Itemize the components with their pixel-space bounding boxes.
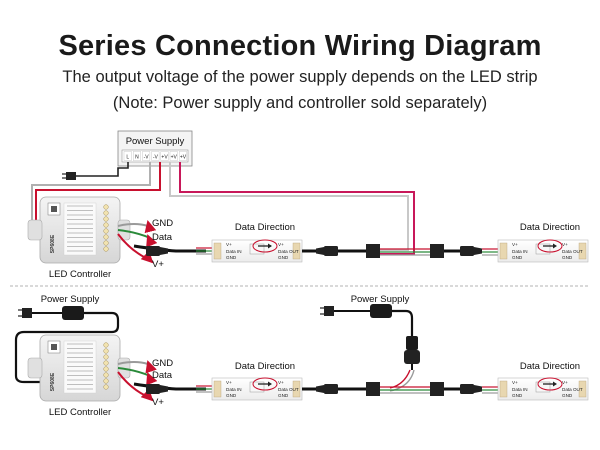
led-controller-label-bottom: LED Controller — [49, 407, 111, 418]
psu-terminal-label: L — [126, 155, 129, 161]
power-adapter-right — [320, 304, 420, 392]
mid-connector-top — [302, 244, 498, 258]
strip3-pad-out-vplus: V+ — [278, 380, 284, 385]
controller-indicator-led — [103, 378, 109, 384]
strip2-pad-out-gnd: GND — [562, 255, 573, 260]
page-title: Series Connection Wiring Diagram — [58, 30, 542, 62]
led-strip-segment-1-top: V+ Data IN GND V+ Data OUT GND Data Dire… — [211, 222, 303, 263]
psu-terminal-label: -V — [153, 155, 159, 161]
led-controller-bottom: SP608E LED Controller — [27, 334, 131, 418]
strip2-pad-in-vplus: V+ — [512, 242, 518, 247]
strip2-pad-in-data: Data IN — [512, 249, 528, 254]
controller-brand-bottom: SP608E — [50, 372, 56, 391]
controller-indicator-led — [103, 342, 109, 348]
power-supply-label-bottom-left: Power Supply — [41, 294, 100, 305]
led-controller-label-top: LED Controller — [49, 269, 111, 280]
controller-output-wires-bottom — [117, 360, 158, 402]
psu-terminal — [169, 151, 178, 161]
strip3-pad-in-vplus: V+ — [226, 380, 232, 385]
psu-terminal — [160, 151, 169, 161]
led-strip-segment-2-top: V+ Data IN GND V+ Data OUT GND Data Dire… — [497, 222, 589, 263]
led-strip-segment-1-bottom: V+ Data IN GND V+ Data OUT GND Data Dire… — [211, 361, 303, 401]
data-label-top: Data — [152, 232, 173, 243]
strip4-pad-out-gnd: GND — [562, 393, 573, 398]
power-supply-label-top: Power Supply — [126, 136, 185, 147]
page-subtitle: The output voltage of the power supply d… — [62, 68, 538, 86]
controller-brand-top: SP608E — [50, 234, 56, 253]
data-direction-label-bottom-1: Data Direction — [235, 361, 295, 372]
connector-cable-top — [133, 244, 212, 256]
controller-indicator-led — [103, 228, 109, 234]
data-direction-label-top-1: Data Direction — [235, 222, 295, 233]
controller-indicator-led — [103, 354, 109, 360]
vplus-label-bottom: V+ — [152, 397, 164, 408]
gnd-label-bottom: GND — [152, 358, 173, 369]
strip2-pad-out-vplus: V+ — [562, 242, 568, 247]
psu-terminal-label: +V — [161, 155, 168, 161]
strip-pad-in-vplus: V+ — [226, 242, 232, 247]
controller-indicator-led — [103, 240, 109, 246]
data-label-bottom: Data — [152, 370, 173, 381]
power-adapter-left — [14, 306, 120, 384]
connector-cable-bottom — [133, 382, 212, 394]
controller-indicator-led — [103, 372, 109, 378]
strip-pad-out-gnd: GND — [278, 255, 289, 260]
strip2-pad-out-data: Data OUT — [562, 249, 583, 254]
controller-output-wires-top — [117, 220, 158, 264]
led-controller-top: SP608E LED Controller — [27, 196, 131, 280]
strip3-pad-out-data: Data OUT — [278, 387, 299, 392]
controller-indicator-led — [103, 222, 109, 228]
psu-terminal — [151, 151, 160, 161]
psu-terminal — [132, 151, 141, 161]
controller-indicator-led — [103, 384, 109, 390]
strip4-pad-out-vplus: V+ — [562, 380, 568, 385]
strip2-pad-in-gnd: GND — [512, 255, 523, 260]
strip4-pad-out-data: Data OUT — [562, 387, 583, 392]
vplus-label-top: V+ — [152, 259, 164, 270]
strip4-pad-in-gnd: GND — [512, 393, 523, 398]
controller-indicator-led — [103, 348, 109, 354]
strip-pad-out-vplus: V+ — [278, 242, 284, 247]
psu-terminal-label: -V — [144, 155, 150, 161]
data-direction-label-top-2: Data Direction — [520, 222, 580, 233]
led-strip-segment-2-bottom: V+ Data IN GND V+ Data OUT GND Data Dire… — [497, 361, 589, 401]
strip3-pad-in-data: Data IN — [226, 387, 242, 392]
controller-indicator-led — [103, 234, 109, 240]
strip-pad-in-gnd: GND — [226, 255, 237, 260]
psu-terminal-label: +V — [171, 155, 178, 161]
psu-terminal — [178, 151, 187, 161]
mid-connector-bottom — [302, 382, 498, 396]
ac-plug-icon-top — [62, 162, 129, 180]
controller-indicator-led — [103, 204, 109, 210]
strip4-pad-in-data: Data IN — [512, 387, 528, 392]
psu-terminal-label: N — [135, 155, 139, 161]
psu-terminal-label: +V — [180, 155, 187, 161]
data-direction-label-bottom-2: Data Direction — [520, 361, 580, 372]
page-note: (Note: Power supply and controller sold … — [112, 94, 488, 112]
psu-terminal — [123, 151, 132, 161]
controller-indicator-led — [103, 366, 109, 372]
controller-indicator-led — [103, 210, 109, 216]
power-supply-label-bottom-right: Power Supply — [351, 294, 410, 305]
strip-pad-in-data: Data IN — [226, 249, 242, 254]
controller-indicator-led — [103, 216, 109, 222]
gnd-label-top: GND — [152, 218, 173, 229]
controller-indicator-led — [103, 246, 109, 252]
strip4-pad-in-vplus: V+ — [512, 380, 518, 385]
strip-pad-out-data: Data OUT — [278, 249, 299, 254]
strip3-pad-in-gnd: GND — [226, 393, 237, 398]
psu-terminal — [142, 151, 151, 161]
controller-indicator-led — [103, 360, 109, 366]
strip3-pad-out-gnd: GND — [278, 393, 289, 398]
